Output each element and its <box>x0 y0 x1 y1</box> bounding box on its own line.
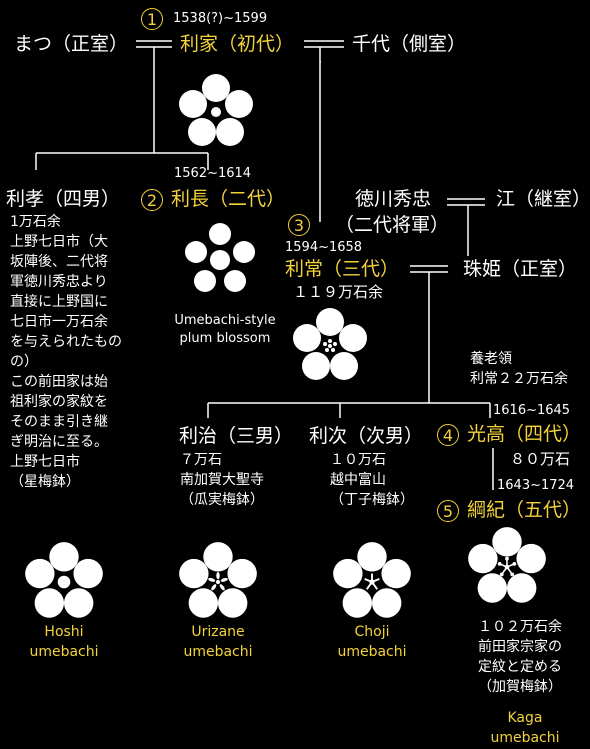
toshitsune-koku: １１９万石余 <box>293 283 384 301</box>
toshitsune-name: 利常（三代） <box>285 258 400 280</box>
toshiharu-name: 利治（三男） <box>179 425 294 447</box>
toshitsune-number-badge: 3 <box>288 214 310 236</box>
toshitsugu-name: 利次（次男） <box>309 425 424 447</box>
chiyo-name: 千代（側室） <box>352 33 467 55</box>
umebachi-crest <box>179 74 253 146</box>
matsu-name: まつ（正室） <box>14 33 129 55</box>
toshitsune-years: 1594~1658 <box>285 240 363 255</box>
hoshi-caption: Hoshi umebachi <box>29 624 99 660</box>
toshitaka-name: 利孝（四男） <box>6 188 121 210</box>
toshinaga-number-badge: 2 <box>141 189 163 211</box>
toshinaga-crest <box>185 223 255 292</box>
mitsutaka-years: 1616~1645 <box>493 403 571 418</box>
mitsutaka-koku: ８０万石 <box>510 450 571 468</box>
toshitsune-retirement-note: 養老領 利常２２万石余 <box>470 351 568 387</box>
mitsutaka-name: 光高（四代） <box>467 423 582 445</box>
toshiie-number-badge: 1 <box>141 8 163 30</box>
tsunanori-note: １０２万石余 前田家宗家の 定紋と定める （加賀梅鉢） <box>478 619 562 695</box>
tsunanori-number-badge: 5 <box>437 500 459 522</box>
toshitsune-crest <box>293 308 367 380</box>
toshiie-name: 利家（初代） <box>180 33 295 55</box>
toshitaka-note: 1万石余 上野七日市（大 坂陣後、二代将 軍徳川秀忠より 直接に上野国に 七日市… <box>10 214 122 490</box>
toshinaga-years: 1562~1614 <box>174 166 252 181</box>
toshinaga-name: 利長（二代） <box>171 188 286 210</box>
hoshi-umebachi-crest <box>25 542 103 618</box>
kaga-caption: Kaga umebachi <box>490 710 560 746</box>
go-name: 江（継室） <box>496 188 590 210</box>
hidetada-name: 徳川秀忠 <box>355 188 432 210</box>
tamahime-name: 珠姫（正室） <box>463 258 578 280</box>
toshitsugu-note: １０万石 越中富山 （丁子梅鉢） <box>330 452 414 508</box>
mitsutaka-number-badge: 4 <box>437 424 459 446</box>
umebachi-caption: Umebachi-style plum blossom <box>174 313 276 346</box>
hidetada-title: （二代将軍） <box>335 214 450 236</box>
choji-umebachi-crest <box>333 542 411 618</box>
urizane-umebachi-crest <box>179 542 257 618</box>
urizane-caption: Urizane umebachi <box>183 624 253 660</box>
tsunanori-years: 1643~1724 <box>497 478 575 493</box>
toshiharu-note: ７万石 南加賀大聖寺 （瓜実梅鉢） <box>180 452 264 508</box>
tsunanori-name: 綱紀（五代） <box>467 499 582 521</box>
choji-caption: Choji umebachi <box>337 624 407 660</box>
kaga-umebachi-crest <box>468 527 546 603</box>
toshiie-years: 1538(?)~1599 <box>173 11 268 26</box>
